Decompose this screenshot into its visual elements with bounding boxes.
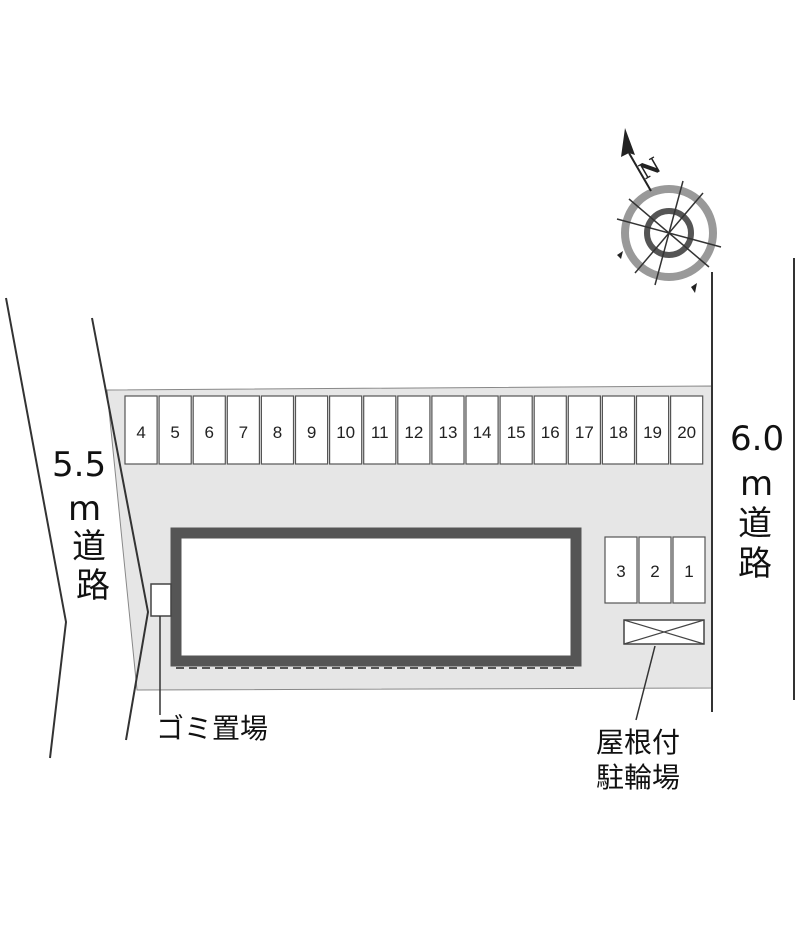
bike-label-line1: 屋根付 bbox=[596, 726, 680, 759]
garbage-station bbox=[150, 583, 172, 617]
parking-slot-number: 6 bbox=[205, 423, 214, 442]
parking-slot-number: 7 bbox=[239, 423, 248, 442]
parking-slot bbox=[260, 395, 295, 465]
compass-ring bbox=[621, 185, 717, 281]
right-road-width: 6.0 bbox=[730, 419, 784, 459]
parking-slot bbox=[669, 395, 704, 465]
parking-slot-number: 4 bbox=[136, 423, 145, 442]
compass-icon: N bbox=[616, 128, 722, 293]
parking-slot bbox=[465, 395, 499, 465]
parking-slot-number: 9 bbox=[307, 423, 316, 442]
north-arrow-shaft bbox=[628, 152, 652, 192]
parking-slot bbox=[638, 536, 672, 604]
parking-slot bbox=[499, 395, 533, 465]
right-road-word1: 道 bbox=[738, 504, 772, 544]
parking-slot bbox=[363, 395, 397, 465]
parking-slot-number: 19 bbox=[643, 423, 662, 442]
parking-slot-number: 18 bbox=[609, 423, 628, 442]
parking-slot-number: 1 bbox=[684, 562, 693, 581]
left-road-unit: m bbox=[68, 489, 101, 529]
parking-slot-number: 14 bbox=[473, 423, 492, 442]
parking-slot-number: 15 bbox=[507, 423, 526, 442]
compass-inner-ring bbox=[644, 208, 694, 258]
bike-leader-line bbox=[635, 645, 656, 721]
left-road-outer-edge bbox=[5, 297, 68, 759]
parking-slot bbox=[226, 395, 261, 465]
parking-slot bbox=[635, 395, 670, 465]
parking-slot bbox=[567, 395, 601, 465]
parking-slot-number: 8 bbox=[273, 423, 282, 442]
parking-slot-number: 10 bbox=[336, 423, 355, 442]
south-arrow-tip bbox=[691, 283, 697, 293]
parking-slot bbox=[329, 395, 363, 465]
parking-slot-number: 11 bbox=[371, 423, 389, 442]
parking-slot bbox=[397, 395, 431, 465]
left-road-word1: 道 bbox=[72, 527, 106, 567]
parking-slot bbox=[158, 395, 192, 465]
parking-slot bbox=[601, 395, 636, 465]
bike-shelter-cross-b bbox=[623, 619, 705, 645]
left-road-inner-edge bbox=[91, 317, 150, 741]
compass-north-label: N bbox=[635, 153, 665, 186]
parking-slot-number: 3 bbox=[616, 562, 625, 581]
bike-shelter bbox=[623, 619, 705, 645]
building bbox=[170, 527, 582, 669]
west-arrow-tip bbox=[617, 251, 623, 259]
parking-slot bbox=[124, 395, 158, 465]
parking-slot-number: 20 bbox=[677, 423, 696, 442]
parking-slot-number: 16 bbox=[541, 423, 560, 442]
parking-slot bbox=[672, 536, 706, 604]
parking-slot bbox=[294, 395, 329, 465]
compass-spokes bbox=[616, 180, 722, 286]
right-road-word2: 路 bbox=[738, 544, 772, 584]
parking-block-right: 3 2 1 bbox=[604, 536, 706, 604]
parking-slot-number: 5 bbox=[170, 423, 179, 442]
north-arrow-icon bbox=[621, 128, 635, 157]
left-road-width: 5.5 bbox=[52, 445, 106, 485]
garbage-label: ゴミ置場 bbox=[156, 712, 268, 745]
parking-slot bbox=[604, 536, 638, 604]
parking-slot-number: 2 bbox=[650, 562, 659, 581]
parking-slot bbox=[431, 395, 465, 465]
parking-slot bbox=[192, 395, 226, 465]
parking-slot-number: 12 bbox=[404, 423, 423, 442]
parking-slot-number: 17 bbox=[575, 423, 594, 442]
bike-label-line2: 駐輪場 bbox=[596, 761, 680, 794]
parking-slot bbox=[533, 395, 567, 465]
parking-row-top: 4 5 6 7 8 9 10 11 12 13 14 15 16 17 18 19 20 bbox=[124, 395, 704, 465]
right-road-unit: m bbox=[740, 464, 773, 504]
left-road-word2: 路 bbox=[76, 566, 110, 606]
building-outline bbox=[170, 527, 582, 667]
parking-slot-number: 13 bbox=[438, 423, 457, 442]
